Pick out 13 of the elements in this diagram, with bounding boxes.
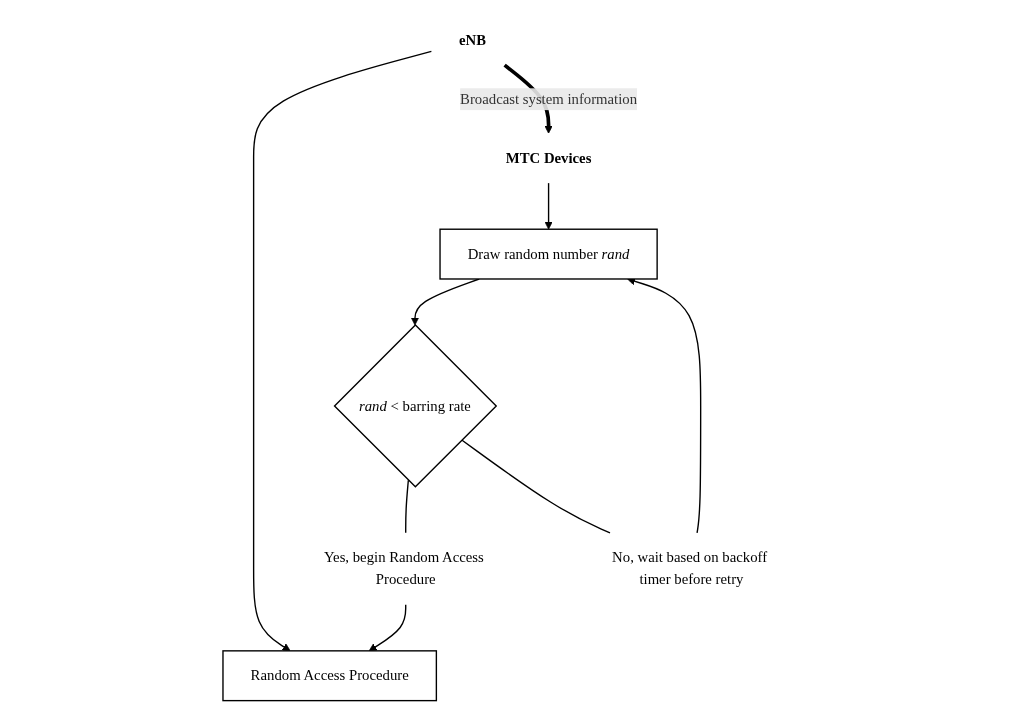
node-box: Random Access Procedure (222, 649, 438, 701)
arrow (253, 50, 433, 651)
arrow (544, 181, 553, 230)
arrow (369, 603, 407, 651)
node-text: Yes, begin Random Access Procedure (324, 548, 485, 587)
edge-label: Broadcast system information (460, 90, 638, 107)
node-text: No, wait based on backoff timer before retry (612, 548, 768, 587)
connector (461, 438, 612, 534)
node-text: MTC Devices (506, 149, 592, 166)
node-box: Draw random number rand (439, 228, 659, 280)
node-text: eNB (459, 31, 487, 48)
node-diamond: rand < barring rate (333, 323, 498, 488)
connector (405, 479, 410, 534)
